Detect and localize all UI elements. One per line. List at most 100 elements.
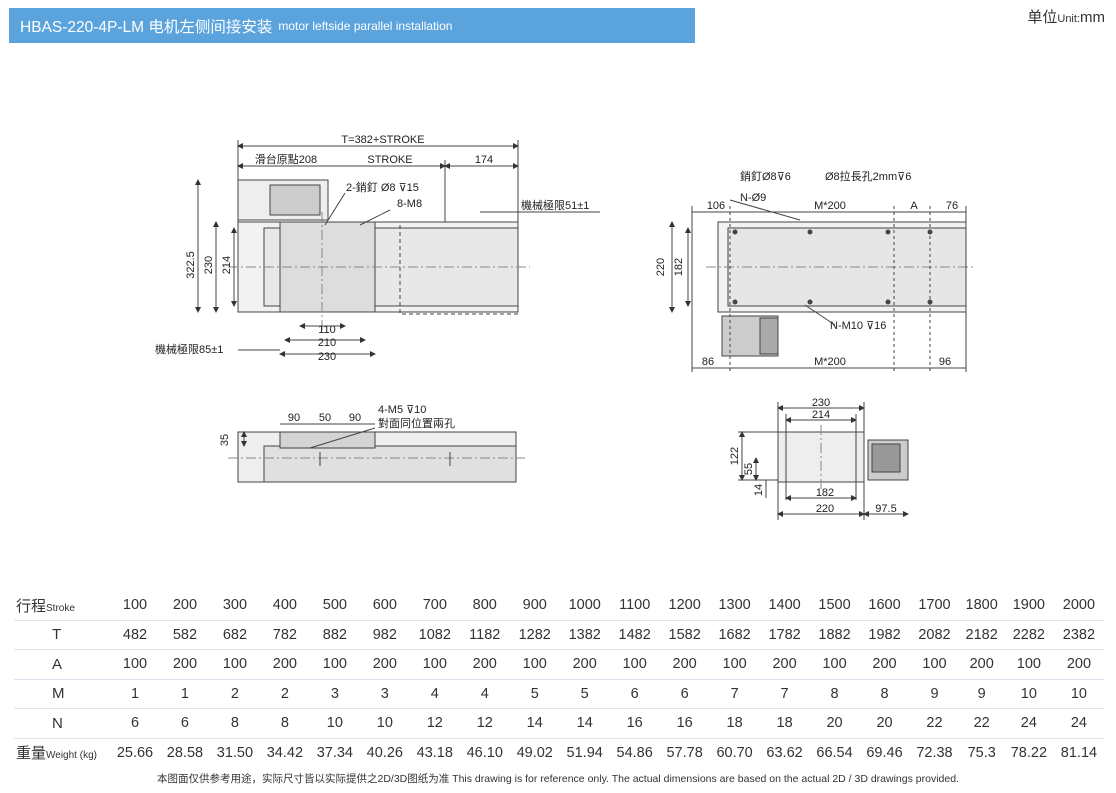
dim-96: 96	[939, 356, 951, 368]
dim-86: 86	[702, 356, 714, 368]
table-cell: 2182	[959, 620, 1004, 650]
table-cell: 20	[809, 708, 860, 739]
table-cell: 12	[409, 708, 460, 739]
dim-a: A	[910, 200, 918, 212]
table-cell: 200	[959, 649, 1004, 680]
dim-230: 230	[203, 256, 215, 274]
table-cell: 1782	[759, 620, 810, 650]
callout-pins-text: 2-銷釘 Ø8	[346, 180, 396, 194]
table-cell: 8	[809, 679, 860, 709]
table-cell: 66.54	[816, 744, 853, 761]
table-cell: 7	[759, 679, 810, 709]
table-cell: 900	[509, 591, 560, 621]
table-cell: 1300	[709, 591, 760, 621]
dim-76: 76	[946, 200, 958, 212]
table-cell: 8	[259, 708, 310, 739]
dim-230b: 230	[318, 351, 336, 363]
technical-drawing: T=382+STROKE 滑台原點208 STROKE 174 2-銷釘 Ø8 …	[155, 134, 975, 520]
table-cell: 1482	[609, 620, 660, 650]
dim-e14: 14	[753, 484, 765, 496]
callout-nm10-text: N-M10	[830, 320, 863, 332]
dim-m200-bottom: M*200	[814, 356, 846, 368]
dim-e214: 214	[812, 409, 830, 421]
dim-110: 110	[318, 324, 336, 336]
table-cell: 1400	[759, 591, 810, 621]
table-cell: 582	[159, 620, 210, 650]
dim-35: 35	[219, 434, 231, 446]
dim-total: T=382+STROKE	[341, 134, 424, 146]
table-cell: 69.46	[866, 744, 903, 761]
table-cell: 2082	[909, 620, 960, 650]
top-view	[195, 140, 600, 357]
dim-e122: 122	[729, 447, 741, 465]
callout-slot-depth: 6	[905, 171, 911, 183]
dim-e182: 182	[816, 487, 834, 499]
table-cell: 51.94	[566, 744, 603, 761]
table-cell: 34.42	[266, 744, 304, 761]
table-cell: 100	[609, 649, 660, 680]
dim-322: 322.5	[185, 251, 197, 279]
table-cell: 10	[1003, 679, 1054, 709]
table-cell: 200	[259, 649, 310, 680]
table-cell: 100	[1003, 649, 1054, 680]
table-cell: 4	[459, 679, 510, 709]
table-cell: 78.22	[1010, 744, 1048, 761]
row-label: N	[52, 714, 63, 732]
unit-en: Unit:	[1057, 13, 1080, 25]
table-cell: 24	[1003, 708, 1054, 739]
callout-n-holes: N-Ø9	[740, 192, 766, 204]
table-cell: 37.34	[316, 744, 353, 761]
table-cell: 16	[659, 708, 710, 739]
table-cell: 49.02	[516, 744, 553, 761]
table-cell: 7	[709, 679, 760, 709]
mech-limit-51: 機械極限51±1	[521, 198, 589, 212]
callout-slot-text: Ø8拉長孔2mm	[825, 169, 897, 183]
table-cell: 100	[809, 649, 860, 680]
table-cell: 2	[259, 679, 310, 709]
callout-pins: 2-銷釘 Ø8 ⊽15	[346, 180, 419, 194]
table-cell: 500	[309, 591, 360, 621]
dim-210: 210	[318, 337, 336, 349]
callout-slot: Ø8拉長孔2mm⊽6	[825, 169, 911, 183]
row-header: T	[14, 620, 110, 650]
table-cell: 2	[209, 679, 260, 709]
table-cell: 200	[359, 649, 410, 680]
dim-e230: 230	[812, 397, 830, 409]
table-cell: 1	[159, 679, 210, 709]
table-cell: 200	[1053, 649, 1104, 680]
dim-90b: 90	[349, 412, 361, 424]
table-cell: 2382	[1053, 620, 1104, 650]
row-label: 重量	[16, 745, 47, 763]
table-cell: 1600	[859, 591, 910, 621]
dim-220: 220	[655, 258, 667, 276]
table-cell: 200	[559, 649, 610, 680]
table-cell: 75.3	[967, 744, 996, 761]
unit-label: 单位Unit:mm	[1027, 6, 1105, 27]
table-cell: 54.86	[616, 744, 653, 761]
table-cell: 14	[509, 708, 560, 739]
table-cell: 682	[209, 620, 260, 650]
table-cell: 1382	[559, 620, 610, 650]
dim-m200-top: M*200	[814, 200, 846, 212]
table-cell: 57.78	[666, 744, 703, 761]
table-cell: 1000	[559, 591, 610, 621]
table-cell: 3	[359, 679, 410, 709]
row-header: A	[14, 649, 110, 680]
table-cell: 200	[759, 649, 810, 680]
dim-214: 214	[221, 256, 233, 274]
table-cell: 200	[459, 649, 510, 680]
dim-106: 106	[707, 200, 725, 212]
table-cell: 1682	[709, 620, 760, 650]
table-cell: 10	[359, 708, 410, 739]
table-cell: 18	[759, 708, 810, 739]
table-cell: 2282	[1003, 620, 1054, 650]
table-cell: 5	[559, 679, 610, 709]
dim-stroke: STROKE	[367, 154, 412, 166]
row-label-small: Weight (kg)	[46, 750, 97, 762]
row-label-small: Stroke	[46, 602, 75, 614]
